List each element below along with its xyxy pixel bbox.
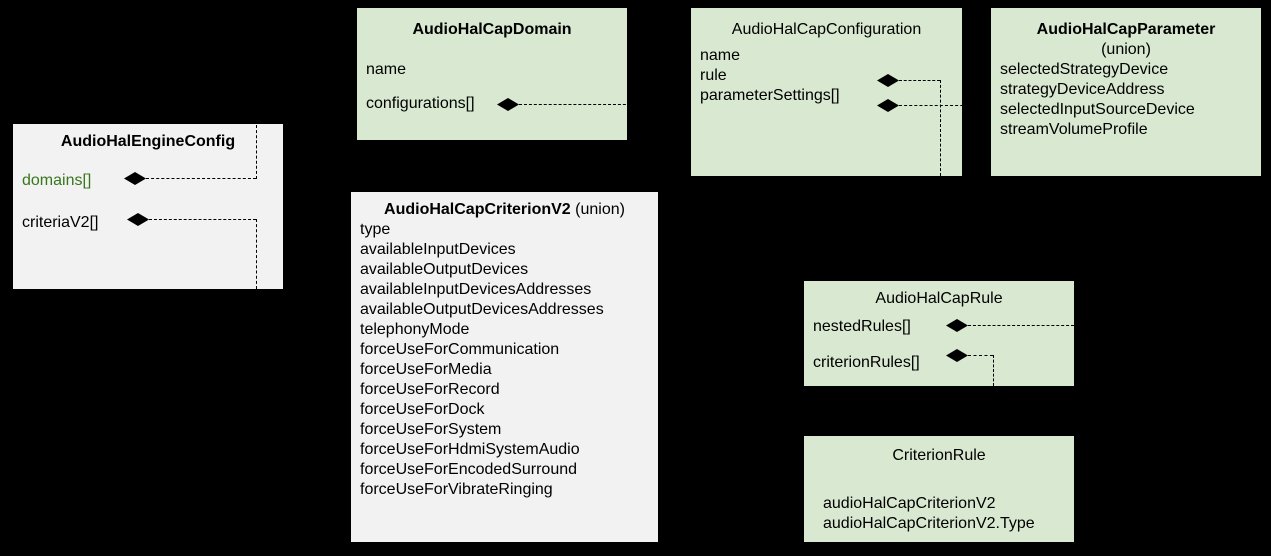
class-box-audiohalengineconfig[interactable]: AudioHalEngineConfig domains[] criteriaV…	[13, 124, 283, 289]
field-rule[interactable]: rule	[700, 67, 727, 84]
field-selectedstrategydevice[interactable]: selectedStrategyDevice	[1000, 61, 1169, 78]
class-subtitle-union: (union)	[1101, 41, 1151, 58]
field-parametersettings[interactable]: parameterSettings[]	[700, 87, 840, 104]
connector-criterionrules-vertical	[993, 355, 994, 386]
connector-criteriav2-horizontal	[149, 219, 256, 220]
class-title-audiohalcapdomain: AudioHalCapDomain	[412, 21, 572, 38]
class-box-audiohalcapcriterionv2[interactable]: AudioHalCapCriterionV2 (union) type avai…	[351, 192, 658, 542]
class-box-audiohalcapdomain[interactable]: AudioHalCapDomain name configurations[]	[357, 8, 627, 140]
class-title-criterionrule: CriterionRule	[892, 447, 986, 464]
class-title-audiohalengineconfig: AudioHalEngineConfig	[60, 133, 236, 150]
field-type[interactable]: type	[360, 221, 391, 238]
field-availableinputdevicesaddresses[interactable]: availableInputDevicesAddresses	[360, 281, 592, 298]
field-name[interactable]: name	[366, 61, 407, 78]
class-title-audiohalcaprule: AudioHalCapRule	[875, 290, 1003, 307]
connector-rule-horizontal	[899, 80, 940, 81]
field-criterionrules[interactable]: criterionRules[]	[813, 354, 920, 371]
field-availableoutputdevices[interactable]: availableOutputDevices	[360, 261, 529, 278]
field-streamvolumeprofile[interactable]: streamVolumeProfile	[1000, 121, 1148, 138]
field-list-criterionrule: audioHalCapCriterionV2 audioHalCapCriter…	[804, 494, 1074, 534]
field-selectedinputsourcedevice[interactable]: selectedInputSourceDevice	[1000, 101, 1195, 118]
field-forceuseforcommunication[interactable]: forceUseForCommunication	[360, 341, 560, 358]
field-nestedrules[interactable]: nestedRules[]	[813, 318, 911, 335]
field-configurations[interactable]: configurations[]	[366, 95, 475, 112]
connector-parametersettings-horizontal	[899, 105, 999, 106]
composition-diamond-criteriav2	[127, 213, 149, 226]
connector-criterionrules-horizontal	[968, 355, 993, 356]
field-telephonymode[interactable]: telephonyMode	[360, 321, 470, 338]
composition-diamond-domains	[124, 172, 146, 185]
field-availableoutputdevicesaddresses[interactable]: availableOutputDevicesAddresses	[360, 301, 604, 318]
class-box-audiohalcaprule[interactable]: AudioHalCapRule nestedRules[] criterionR…	[804, 281, 1074, 386]
field-forceuseforhdmisystemaudio[interactable]: forceUseForHdmiSystemAudio	[360, 441, 580, 458]
field-list-audiohalcapconfiguration: name rule parameterSettings[]	[691, 46, 962, 106]
field-name[interactable]: name	[700, 47, 741, 64]
connector-rule-vertical	[940, 80, 941, 176]
field-audiohalcapcriterionv2[interactable]: audioHalCapCriterionV2	[823, 495, 996, 512]
class-box-criterionrule[interactable]: CriterionRule audioHalCapCriterionV2 aud…	[804, 436, 1074, 542]
composition-diamond-configurations	[497, 98, 519, 111]
field-audiohalcapcriterionv2-type[interactable]: audioHalCapCriterionV2.Type	[823, 515, 1035, 532]
connector-configurations-horizontal	[519, 104, 705, 105]
class-title-audiohalcapconfiguration: AudioHalCapConfiguration	[731, 21, 922, 38]
connector-domains-vertical	[256, 125, 257, 179]
connector-domains-horizontal	[146, 178, 256, 179]
field-criteriav2[interactable]: criteriaV2[]	[22, 214, 99, 231]
field-forceuseforvibrateringing[interactable]: forceUseForVibrateRinging	[360, 481, 553, 498]
class-box-audiohalcapparameter[interactable]: AudioHalCapParameter (union) selectedStr…	[991, 8, 1261, 176]
field-strategydeviceaddress[interactable]: strategyDeviceAddress	[1000, 81, 1165, 98]
connector-criteriav2-vertical	[256, 219, 257, 289]
connector-nestedrules-horizontal	[968, 325, 1074, 326]
class-title-union-suffix: (union)	[575, 201, 625, 218]
field-list-audiohalcaprule: nestedRules[] criterionRules[]	[804, 317, 1074, 373]
field-forceuseforrecord[interactable]: forceUseForRecord	[360, 381, 500, 398]
field-availableinputdevices[interactable]: availableInputDevices	[360, 241, 516, 258]
class-box-audiohalcapconfiguration[interactable]: AudioHalCapConfiguration name rule param…	[691, 8, 962, 176]
class-title-audiohalcapparameter: AudioHalCapParameter	[1036, 21, 1216, 38]
field-forceuseformedia[interactable]: forceUseForMedia	[360, 361, 492, 378]
composition-diamond-nestedrules	[946, 319, 968, 332]
field-list-audiohalcapdomain: name configurations[]	[357, 60, 627, 114]
field-list-audiohalengineconfig: domains[] criteriaV2[]	[13, 171, 283, 233]
class-title-audiohalcapcriterionv2: AudioHalCapCriterionV2 (union)	[351, 200, 658, 220]
field-list-audiohalcapcriterionv2: type availableInputDevices availableOutp…	[351, 220, 658, 500]
composition-diamond-parametersettings	[877, 99, 899, 112]
field-list-audiohalcapparameter: selectedStrategyDevice strategyDeviceAdd…	[991, 60, 1261, 140]
field-forceuseforencodedsurround[interactable]: forceUseForEncodedSurround	[360, 461, 578, 478]
composition-diamond-rule	[877, 74, 899, 87]
field-domains[interactable]: domains[]	[22, 172, 92, 189]
field-forceusefordock[interactable]: forceUseForDock	[360, 401, 485, 418]
class-title-text: AudioHalCapCriterionV2	[384, 201, 571, 218]
composition-diamond-criterionrules	[946, 349, 968, 362]
field-forceuseforsystem[interactable]: forceUseForSystem	[360, 421, 502, 438]
